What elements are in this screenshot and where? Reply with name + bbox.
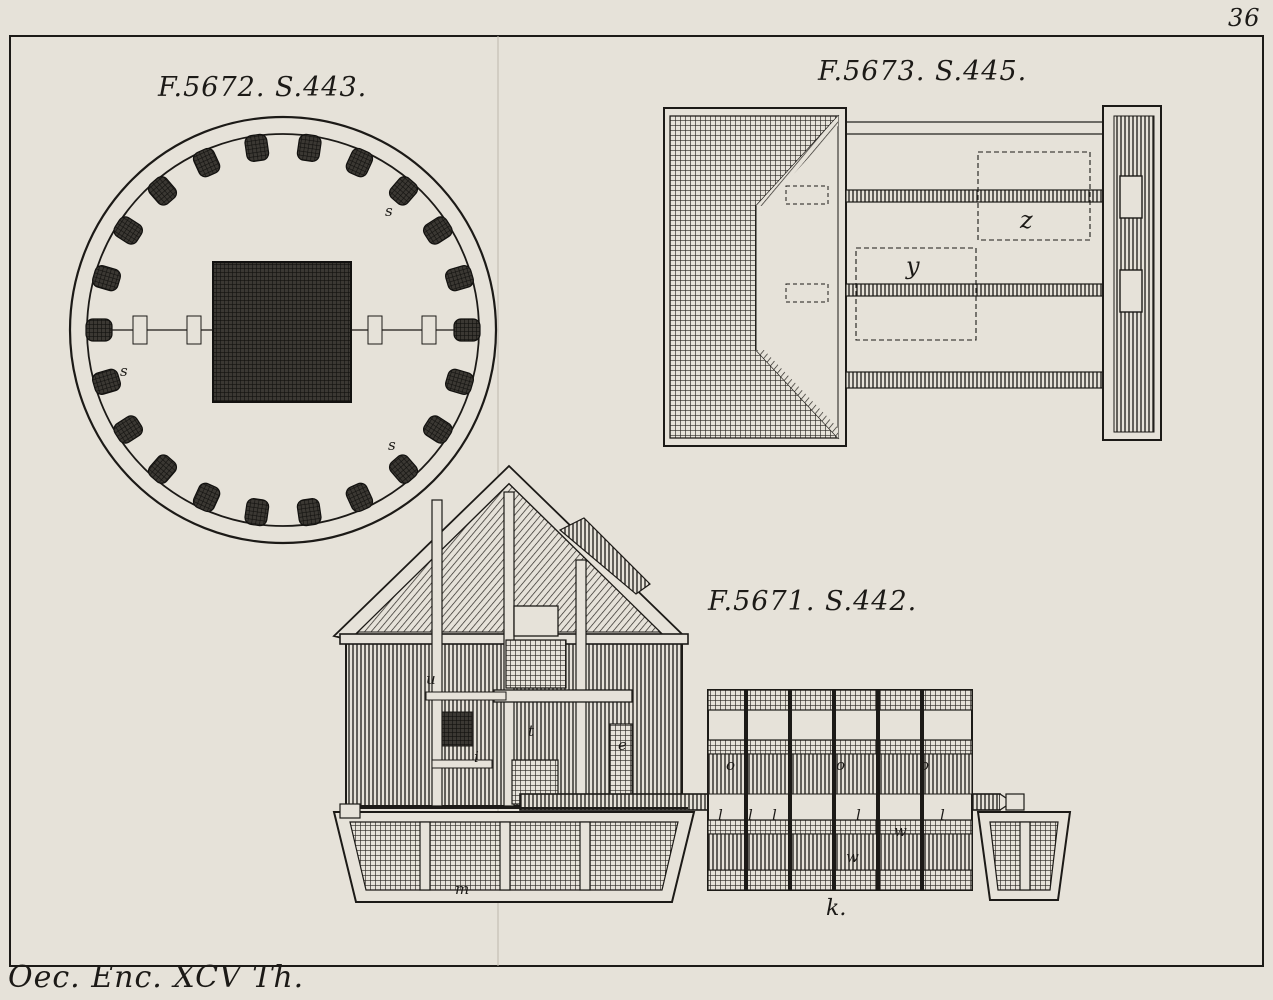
- axle-block: [132, 315, 148, 345]
- hopper: [513, 605, 559, 637]
- circle-letter: s: [120, 362, 128, 380]
- circle-letter: s: [388, 436, 396, 454]
- ring-socket: [244, 497, 270, 527]
- ring-socket: [422, 415, 453, 444]
- ring-socket: [92, 368, 121, 395]
- ring-socket: [296, 133, 322, 163]
- mill-letter: m: [455, 880, 470, 898]
- circle-letter: s: [385, 202, 393, 220]
- ring-socket: [345, 482, 374, 513]
- ring-sockets: [85, 133, 481, 527]
- ring-socket: [422, 216, 453, 245]
- mill-letter: u: [426, 670, 436, 688]
- mill-letter: w: [894, 822, 907, 840]
- mill-figure-caption: F.5671. S.442.: [708, 586, 918, 617]
- mill-letter: l: [940, 806, 945, 824]
- ring-socket: [192, 147, 221, 178]
- ring-socket: [192, 482, 221, 513]
- millstone-case: [505, 639, 567, 689]
- mill-letter: l: [856, 806, 861, 824]
- mill-letter: o: [836, 756, 846, 774]
- page-number: 36: [1228, 4, 1261, 32]
- ring-socket: [296, 497, 322, 527]
- foundation-pit: [349, 821, 679, 891]
- mill-elevation-figure: [332, 464, 1072, 903]
- ring-socket: [147, 454, 178, 484]
- mill-letter: k.: [826, 896, 847, 921]
- plan-letter-z: z: [1020, 206, 1033, 234]
- upper-shaft: [845, 189, 1107, 203]
- dashed-area-y: [855, 247, 977, 341]
- side-roof: [558, 517, 651, 595]
- plate-footer: Oec. Enc. XCV Th.: [8, 960, 305, 995]
- plan-letter-y: y: [906, 252, 920, 280]
- ring-socket: [113, 415, 144, 444]
- ring-socket: [85, 318, 113, 342]
- ring-socket: [244, 133, 270, 163]
- machine-beam: [493, 689, 633, 703]
- plan-figure-caption: F.5673. S.445.: [818, 56, 1028, 87]
- wheel-hub: [1119, 269, 1143, 313]
- axle-block: [367, 315, 383, 345]
- mill-letter: w: [846, 848, 859, 866]
- upper-rail: [845, 121, 1107, 135]
- ring-socket: [113, 216, 144, 245]
- axle-block: [421, 315, 437, 345]
- plate-border: [9, 35, 1264, 967]
- ring-socket: [453, 318, 481, 342]
- mill-letter: t: [528, 722, 535, 740]
- central-block: [212, 261, 352, 403]
- ring-socket: [345, 147, 374, 178]
- mill-letter: o: [920, 756, 930, 774]
- mill-letter: e: [618, 736, 627, 754]
- roof-plan-figure: [663, 105, 1162, 447]
- axle-block: [186, 315, 202, 345]
- ring-socket: [388, 454, 419, 484]
- dashed-area-z: [977, 151, 1091, 241]
- mill-letter: o: [726, 756, 736, 774]
- ring-socket: [388, 176, 419, 206]
- circular-plan-figure: [68, 115, 498, 545]
- ring-socket: [445, 265, 474, 292]
- ring-socket: [92, 265, 121, 292]
- wheel-hub: [1119, 175, 1143, 219]
- circle-figure-caption: F.5672. S.443.: [158, 72, 368, 103]
- ring-socket: [445, 368, 474, 395]
- mill-letter: l: [718, 806, 723, 824]
- mill-letter: l: [772, 806, 777, 824]
- mill-letter: l: [748, 806, 753, 824]
- mill-letter: i: [474, 748, 479, 766]
- ring-socket: [147, 176, 178, 206]
